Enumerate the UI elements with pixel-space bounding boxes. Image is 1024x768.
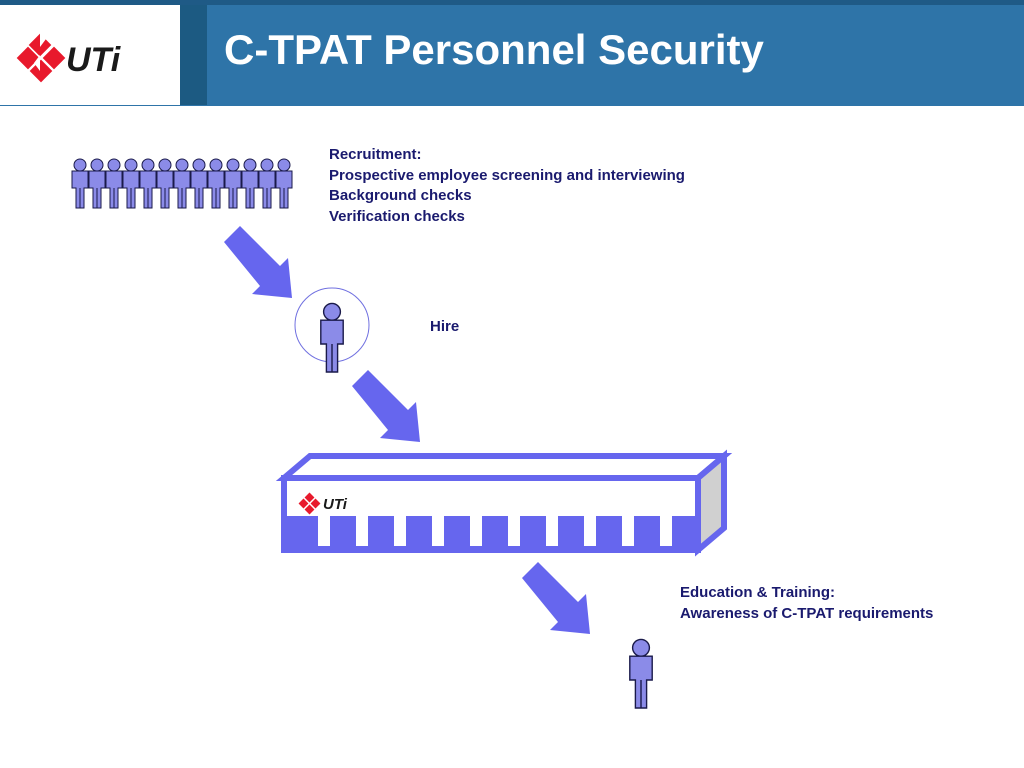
education-item: Awareness of C-TPAT requirements <box>680 604 934 622</box>
logo-text: UTi <box>66 41 122 79</box>
building-logo-text: UTi <box>323 496 348 513</box>
trained-employee-icon <box>629 638 653 709</box>
recruitment-heading: Recruitment: <box>329 146 422 163</box>
recruitment-item: Prospective employee screening and inter… <box>329 166 685 184</box>
header-top-line <box>0 0 1024 5</box>
recruitment-item: Verification checks <box>329 207 465 225</box>
logo-area: UTi <box>0 5 180 105</box>
company-building-icon: UTi <box>275 449 733 557</box>
recruitment-text: Recruitment: Prospective employee screen… <box>329 145 685 227</box>
logo-divider <box>180 5 207 105</box>
education-text: Education & Training: Awareness of C-TPA… <box>680 583 933 624</box>
page-title: C-TPAT Personnel Security <box>224 26 764 73</box>
hired-person-icon <box>294 287 370 373</box>
flow-arrow-2-icon <box>352 370 420 442</box>
education-heading: Education & Training: <box>680 584 836 601</box>
building-logo-mark-icon <box>298 492 321 515</box>
flow-arrow-1-icon <box>224 226 292 298</box>
recruitment-item: Background checks <box>329 187 472 204</box>
uti-logo-icon: UTi <box>16 31 122 83</box>
candidates-crowd-icon <box>71 158 293 209</box>
hire-label: Hire <box>430 318 460 335</box>
flow-arrow-3-icon <box>522 562 590 634</box>
